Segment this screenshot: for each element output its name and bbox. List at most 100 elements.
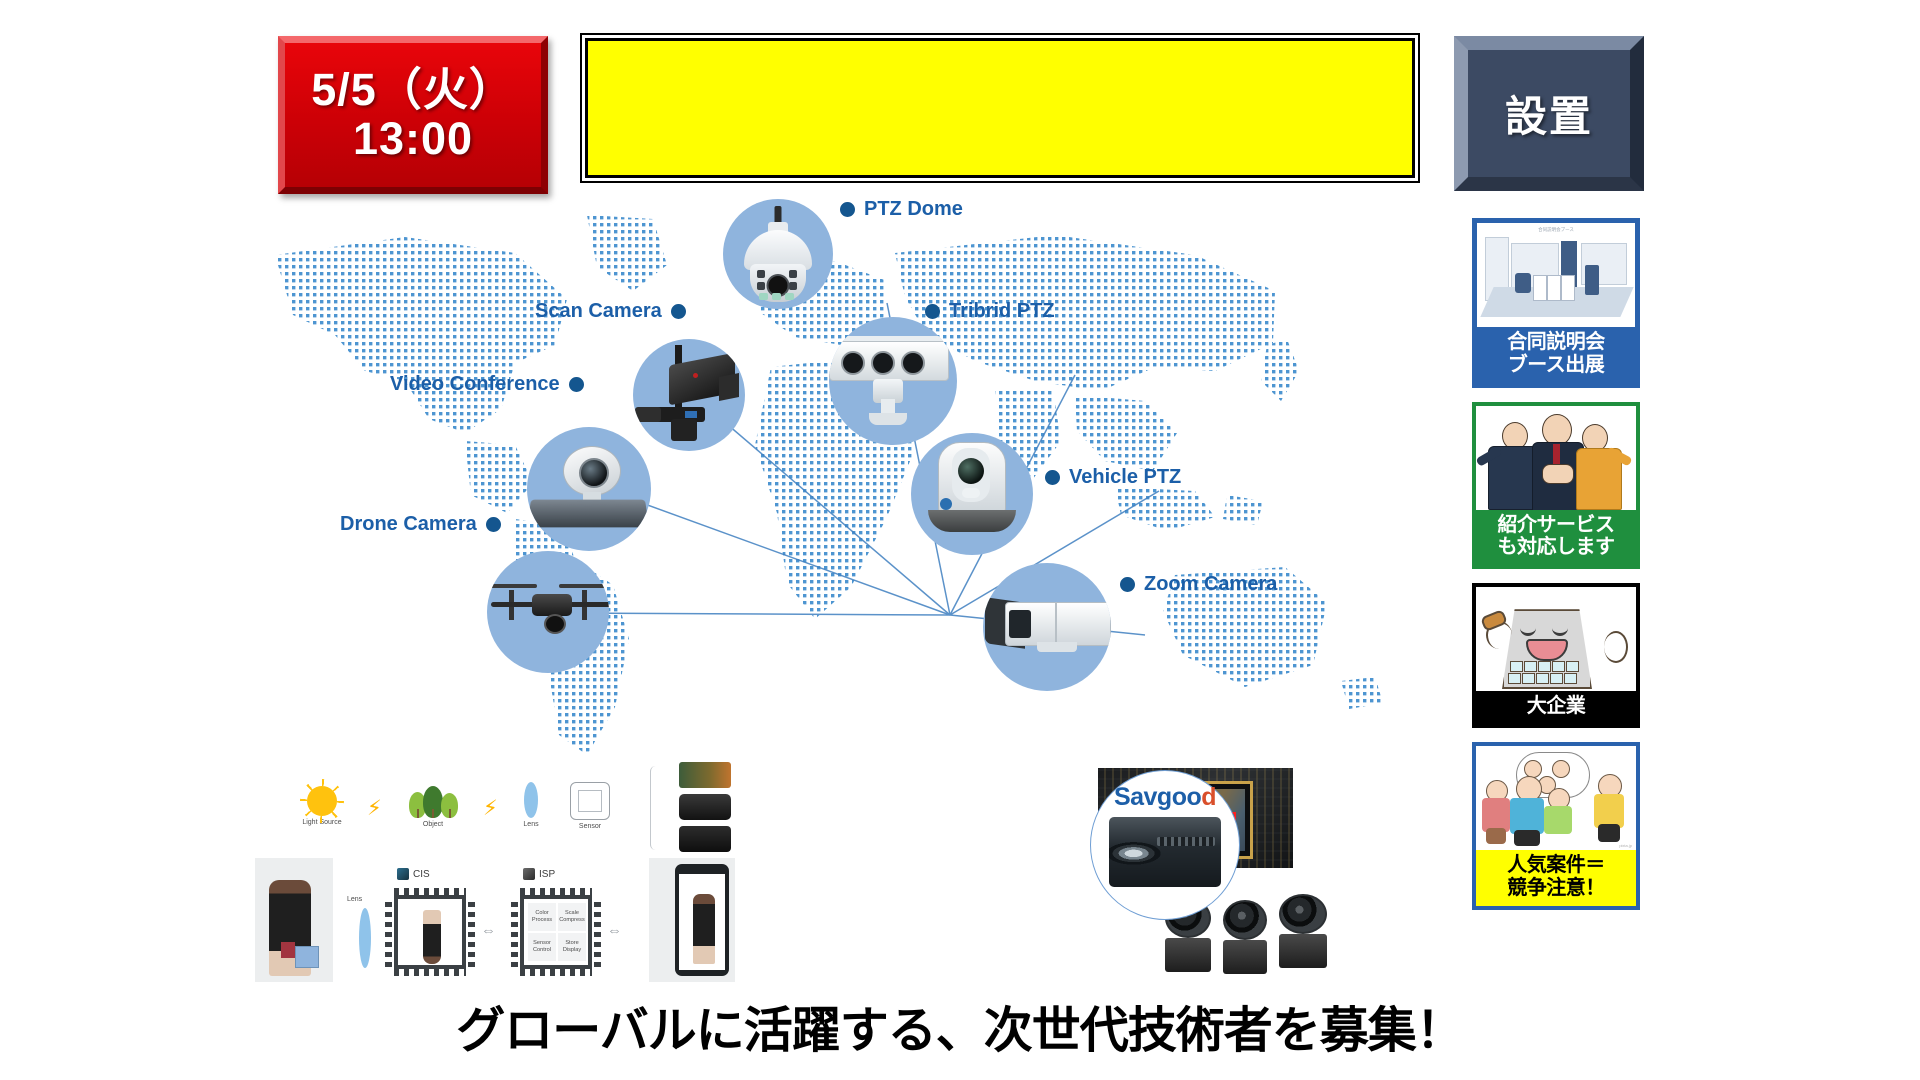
node-label-scan-camera: Scan Camera [535,300,686,323]
node-zoom-camera[interactable] [983,563,1111,691]
lens-module [1223,900,1267,974]
crowd-illustration: pixta.jp [1476,745,1636,850]
node-label-text: PTZ Dome [864,198,963,220]
sensor-chip-icon [570,782,610,820]
node-label-text: Scan Camera [535,300,662,322]
world-map-network: PTZ Dome Scan Camera Tribrid PTZ Video C… [215,195,1455,920]
node-label-video-conference: Video Conference [390,373,584,396]
isp-chip: Color Process Scale Compress Sensor Cont… [511,888,601,976]
handshake-people-illustration [1476,405,1636,510]
bullet-dot-icon [568,377,584,392]
savgood-logo-accent: d [1201,783,1217,811]
dslr-camera-icon [679,794,731,820]
phone-display [675,864,729,976]
node-label-text: Drone Camera [340,513,477,535]
flow-arrow-icon: ⇔ [607,922,622,939]
sidebar-cards: 合同説明会ブース 合同説明会 ブース出展 [1472,218,1640,924]
node-label-zoom-camera: Zoom Camera [1120,573,1277,596]
pipeline-lens-icon [359,908,371,968]
node-label-text: Tribrid PTZ [949,300,1055,322]
node-video-conference[interactable] [527,427,651,551]
sidebar-card-caption: 紹介サービス も対応します [1476,509,1636,566]
light-ray-icon: ⚡ [367,797,382,820]
pipeline-optical-chain: Light Source ⚡ Object ⚡ Lens Sensor [255,760,735,856]
subject-bag-red-icon [281,942,295,958]
booth-caption-tiny: 合同説明会ブース [1538,227,1574,232]
lens-icon [524,782,538,818]
stage-object: Object [395,782,471,828]
kind-badge-label: 設置 [1504,93,1593,140]
node-label-ptz-dome: PTZ Dome [840,198,963,221]
bullet-dot-icon [670,304,686,319]
video-conference-camera-icon [527,446,650,532]
zoom-camera-icon [985,594,1111,660]
bullet-dot-icon [1120,577,1135,592]
phone-subject-icon [693,894,715,964]
isp-cell: Scale Compress [558,903,586,931]
sensor-board-icon [679,762,731,788]
sidebar-card-joint-briefing[interactable]: 合同説明会ブース 合同説明会 ブース出展 [1472,218,1640,388]
cis-chip-icon [397,868,409,880]
device-examples [657,762,731,854]
node-label-text: Zoom Camera [1144,573,1278,595]
lens-module [1279,894,1327,968]
brace-divider [650,766,661,850]
camcorder-icon [679,826,731,852]
node-vehicle-ptz[interactable] [911,433,1033,555]
bullet-dot-icon [1045,470,1060,485]
isp-chip-label: ISP [523,868,555,880]
node-label-text: Vehicle PTZ [1069,466,1182,488]
node-drone-camera[interactable] [487,551,609,673]
stock-photo-watermark: pixta.jp [1619,842,1632,848]
savgood-logo: Savgood [1113,783,1217,811]
sidebar-card-caption: 人気案件＝ 競争注意！ [1476,849,1636,906]
vehicle-ptz-camera-icon [926,442,1018,546]
node-ptz-dome[interactable] [723,199,833,309]
date-badge: 5/5（火） 13:00 [278,36,548,194]
trees-icon [405,782,461,818]
savgood-logo-main: Savgoo [1113,783,1202,811]
zoom-lens-module-icon [1109,817,1221,887]
stage-sensor: Sensor [559,782,621,830]
title-banner [580,33,1420,183]
subject-bag-icon [295,946,319,968]
isp-cell: Store Display [558,933,586,961]
bullet-dot-icon [840,202,855,217]
node-label-text: Video Conference [390,373,560,395]
handshake-hands-icon [1542,463,1574,484]
node-label-tribrid-ptz: Tribrid PTZ [925,300,1055,323]
node-tribrid-ptz[interactable] [829,317,957,445]
sidebar-card-referral-service[interactable]: 紹介サービス も対応します [1472,401,1640,570]
booth-illustration: 合同説明会ブース [1477,223,1635,327]
scan-camera-icon [635,345,743,445]
light-ray-icon: ⚡ [483,797,498,820]
big-company-mascot-illustration: 大企業 [1476,587,1636,692]
footer-headline: グローバルに活躍する、次世代技術者を募集！ [456,1004,1465,1058]
stage-label: Lens [523,821,539,828]
sidebar-card-caption: 合同説明会 ブース出展 [1477,327,1635,383]
cis-chip [385,888,475,976]
ptz-dome-camera-icon [741,206,815,302]
isp-chip-icon [523,868,535,880]
date-line-2: 13:00 [352,113,474,164]
pipeline-processing-chain: Lens CIS ⇔ ISP [255,858,735,982]
node-label-drone-camera: Drone Camera [340,513,501,536]
hub-savgood[interactable]: Savgood [1090,770,1240,920]
cis-chip-label: CIS [397,868,430,880]
isp-cell: Color Process [528,903,556,931]
stage-label: Sensor [578,823,602,830]
stage-lens: Lens [505,782,557,828]
node-scan-camera[interactable] [633,339,745,451]
bullet-dot-icon [925,304,940,319]
sidebar-card-caption: 大企業 [1476,691,1636,724]
title-banner-text [588,41,1412,175]
date-line-1: 5/5（火） [311,64,515,116]
sidebar-card-large-company[interactable]: 大企業 大企業 [1472,583,1640,728]
sidebar-card-popular-warning[interactable]: pixta.jp 人気案件＝ 競争注意！ [1472,741,1640,910]
node-label-vehicle-ptz: Vehicle PTZ [1045,466,1181,489]
pipeline-lens-label: Lens [347,896,363,903]
bullet-dot-icon [485,517,501,532]
drone-camera-icon [487,572,609,652]
inverted-subject-icon [423,910,441,964]
